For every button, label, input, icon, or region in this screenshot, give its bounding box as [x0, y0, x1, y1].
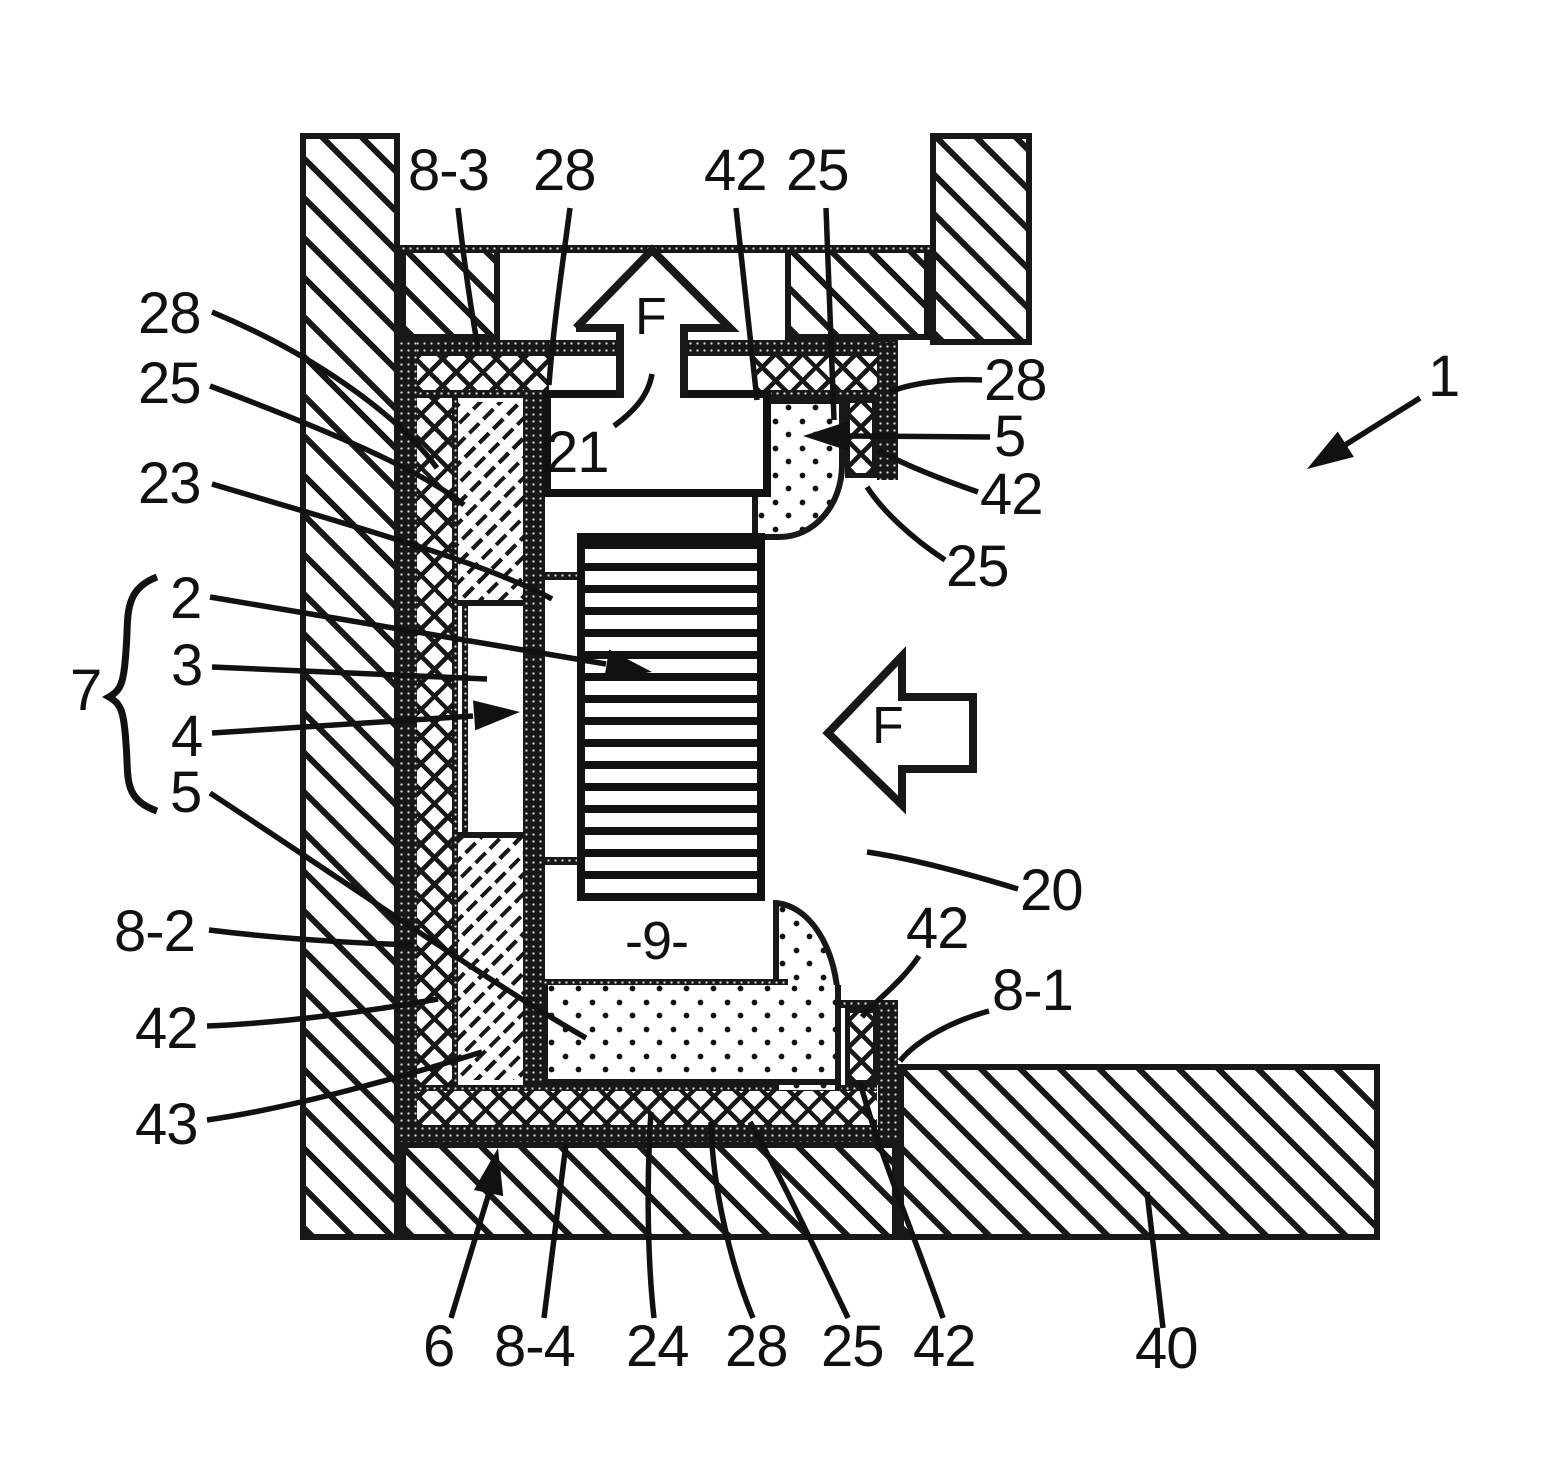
xhatch-left-column-28: [417, 398, 452, 1085]
label-ref-8-1: 8-1: [992, 958, 1074, 1023]
label-ref-2: 2: [170, 566, 202, 631]
recess-floor-line: [400, 245, 930, 253]
leader-ref-28-top: [546, 207, 573, 386]
core-stub-top: [545, 572, 579, 580]
label-ref-5-left: 5: [170, 760, 202, 825]
label-ref-8-2: 8-2: [114, 899, 196, 964]
label-ref-3: 3: [171, 633, 203, 698]
frame-right-foot-8-1: [878, 1000, 898, 1142]
brace-7: [102, 573, 159, 815]
leader-ref-25-right: [864, 485, 947, 563]
label-ref-28-top: 28: [533, 138, 597, 203]
xhatch-block-42-bottom: [845, 1008, 878, 1085]
label-ref-42-bottom-right: 42: [906, 896, 970, 961]
arrowhead-ref-1: [1307, 431, 1354, 469]
label-ref-20: 20: [1020, 858, 1084, 923]
frame-right-top-bar: [877, 343, 898, 480]
xhatch-top-left-28: [417, 356, 549, 390]
label-ref-28-right: 28: [984, 348, 1048, 413]
label-ref-25-right: 25: [946, 534, 1010, 599]
housing-right-flank: [785, 245, 930, 340]
label-ref-23-left: 23: [138, 451, 202, 516]
diag-lower-43: [458, 838, 523, 1080]
label-ref-9: -9-: [625, 911, 689, 971]
base-plate-40: [898, 1064, 1380, 1240]
label-ref-8-4: 8-4: [494, 1314, 576, 1379]
label-ref-6: 6: [423, 1314, 455, 1379]
frame-inner-bottom-line: [417, 1085, 877, 1091]
leader-ref-20: [866, 849, 1019, 892]
housing-right-block: [930, 133, 1032, 345]
thin-separator-bar: [452, 398, 458, 1085]
housing-left-wall: [300, 133, 400, 1240]
label-ref-28-left: 28: [138, 281, 202, 346]
xhatch-bottom-24: [417, 1091, 877, 1125]
xhatch-block-42-top: [845, 398, 877, 478]
label-force-left-letter: F: [872, 697, 904, 755]
potting-bottom-main-5: [542, 985, 841, 1085]
label-ref-42-left: 42: [135, 996, 199, 1061]
label-ref-1: 1: [1428, 344, 1460, 409]
leader-ref-42-top: [733, 207, 760, 401]
label-ref-8-3-top: 8-3: [408, 138, 490, 203]
xhatch-top-right-28: [755, 356, 877, 390]
label-ref-28-bottom: 28: [725, 1314, 789, 1379]
label-ref-7: 7: [70, 658, 102, 723]
label-ref-40: 40: [1135, 1316, 1199, 1381]
leader-ref-28-right: [888, 376, 983, 395]
label-ref-4: 4: [171, 704, 203, 769]
label-ref-42-bottom: 42: [913, 1314, 977, 1379]
frame-bottom-bar-8-4: [398, 1125, 898, 1142]
label-ref-43: 43: [135, 1092, 199, 1157]
frame-left-bar-8-2: [398, 340, 417, 1142]
label-ref-42-top: 42: [704, 138, 768, 203]
label-ref-25-left: 25: [138, 351, 202, 416]
layered-core-9: [577, 533, 765, 901]
label-ref-42-right: 42: [980, 462, 1044, 527]
leader-ref-1: [1316, 395, 1422, 465]
core-stub-bottom: [545, 857, 579, 865]
label-ref-5-right: 5: [994, 404, 1026, 469]
housing-floor: [400, 1142, 898, 1240]
label-ref-25-top: 25: [786, 138, 850, 203]
sensor-window-inner-line: [462, 606, 468, 832]
foot-pocket-top-line: [841, 1000, 898, 1008]
housing-left-flank: [400, 245, 500, 340]
label-force-up-letter: F: [635, 288, 667, 346]
label-ref-21: 21: [546, 420, 610, 485]
diag-upper-25: [458, 402, 523, 600]
leader-ref-8-1: [897, 1008, 990, 1063]
label-ref-24: 24: [626, 1314, 690, 1379]
potting-bottom-top-line: [542, 979, 788, 985]
label-ref-25-bottom: 25: [821, 1314, 885, 1379]
